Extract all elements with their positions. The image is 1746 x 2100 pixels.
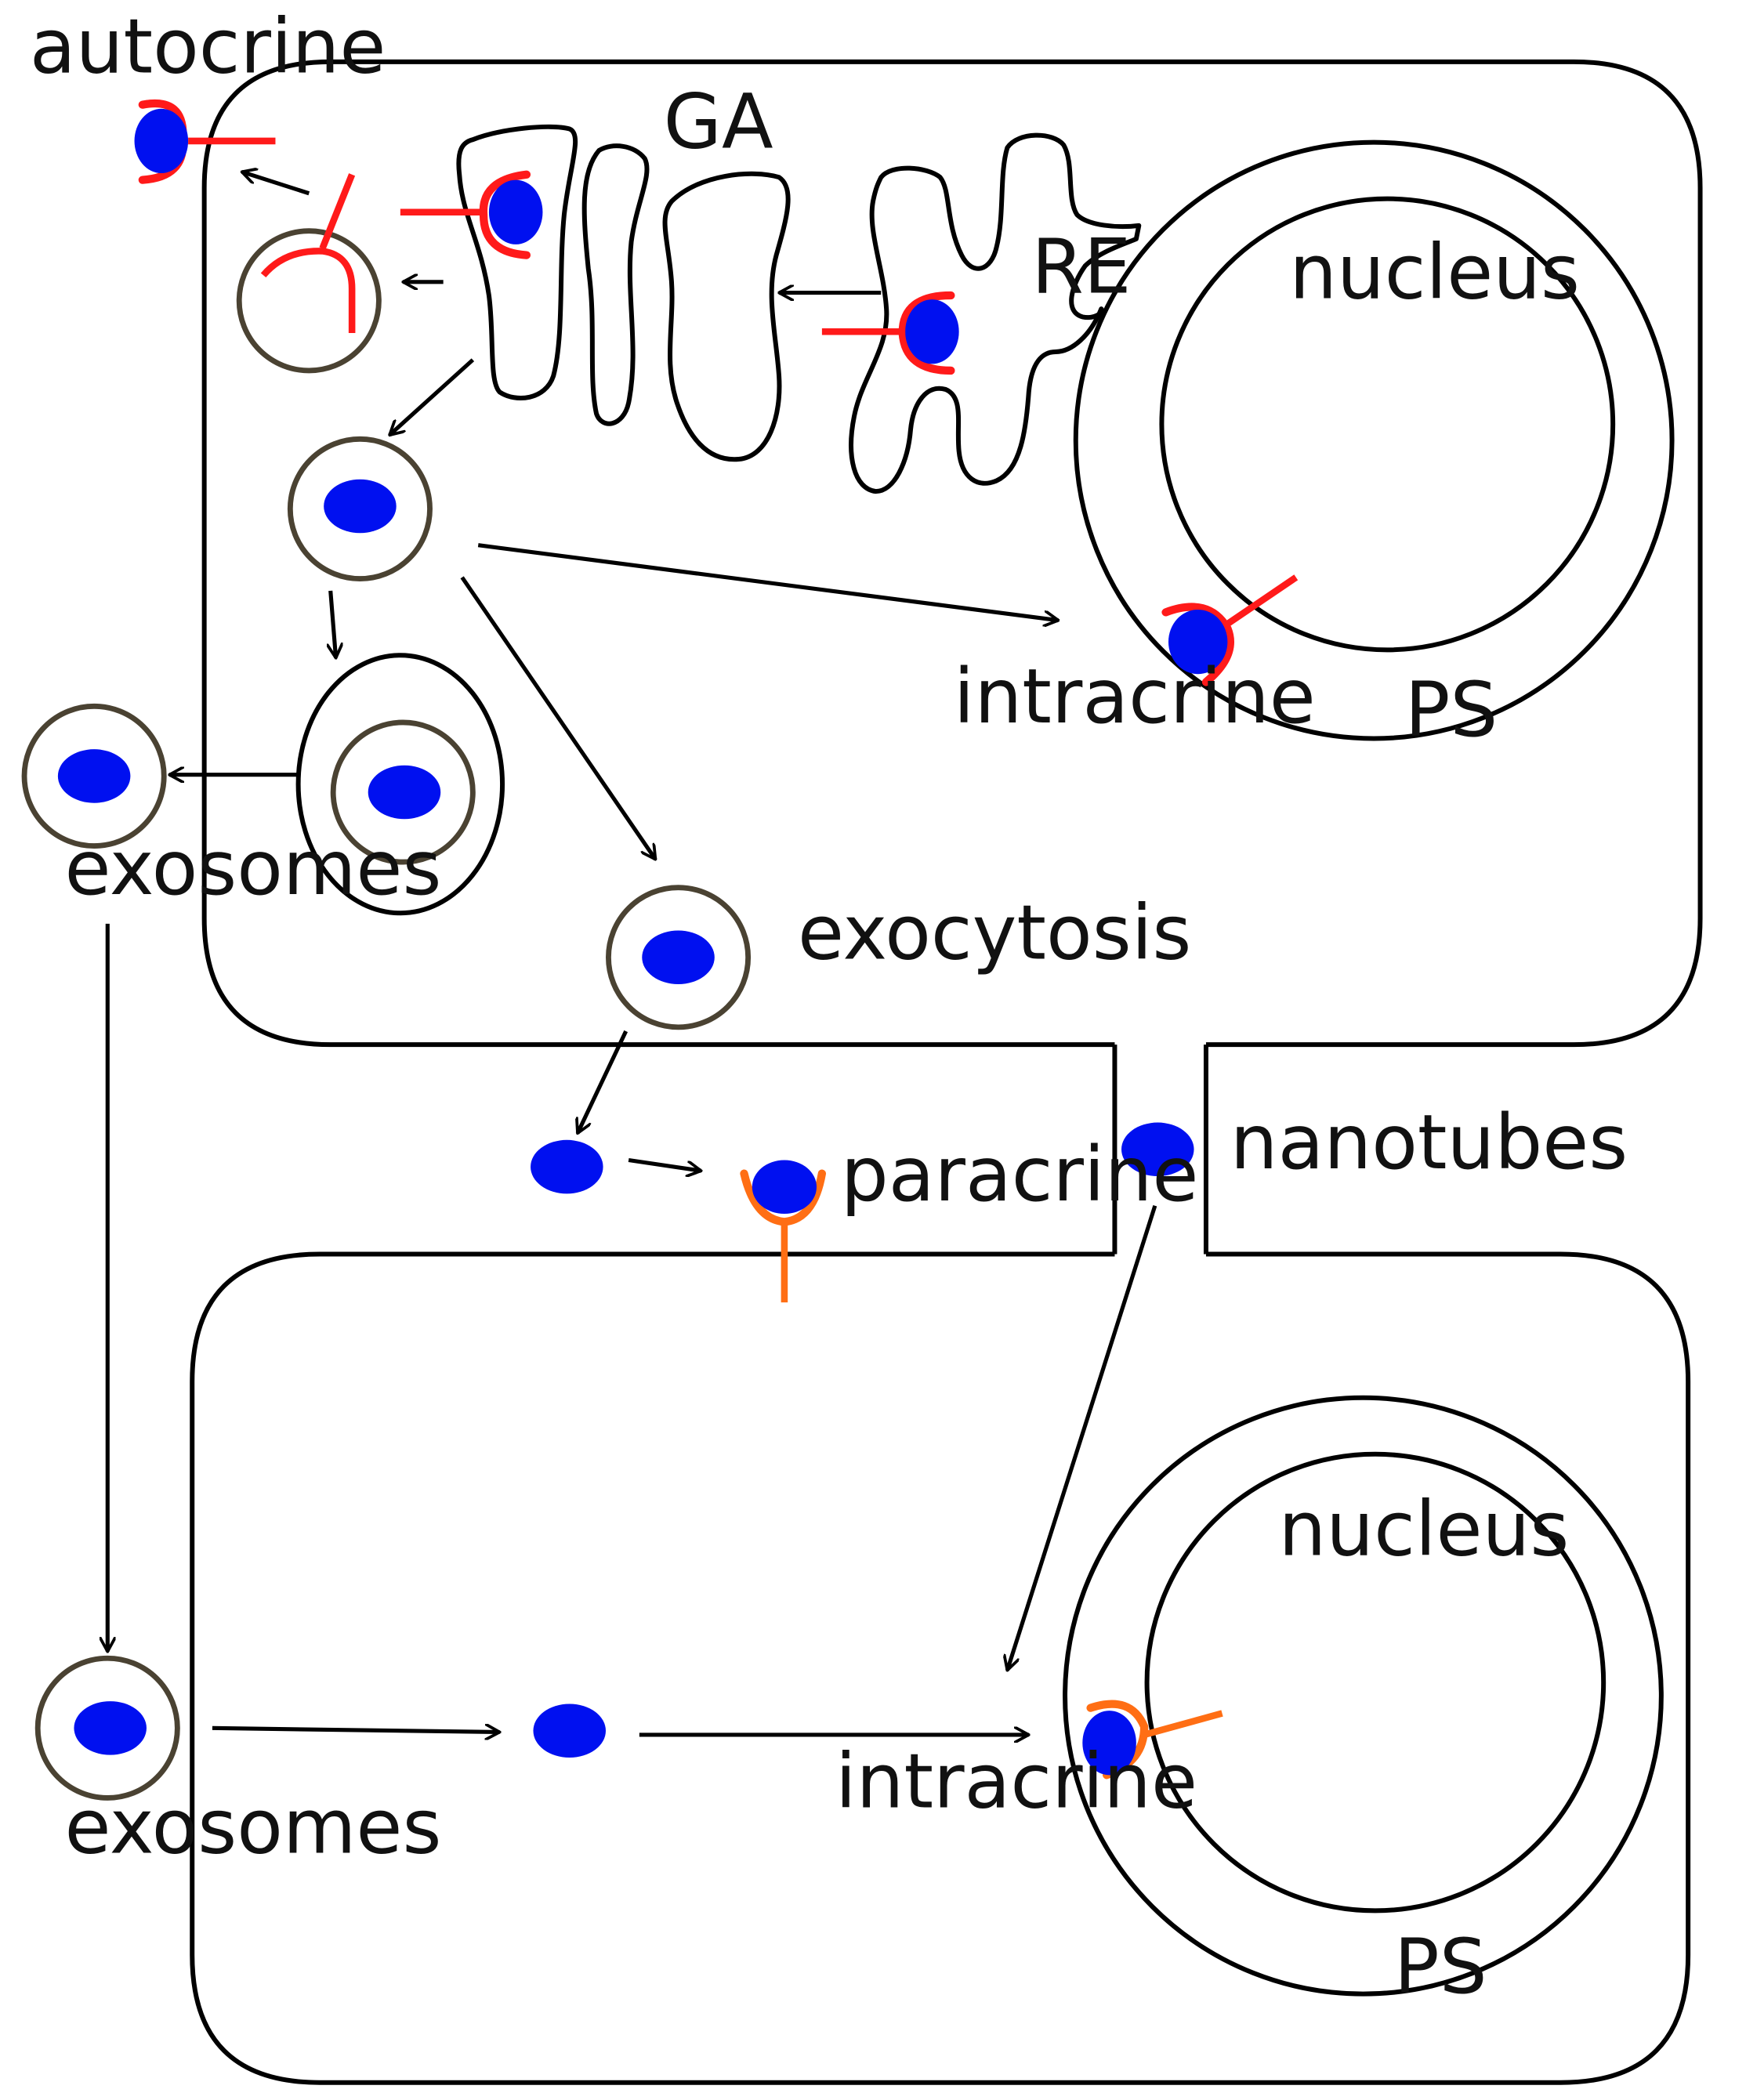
ligand-exocytosis	[642, 930, 715, 985]
arrow-to-paracrine	[628, 1157, 701, 1171]
label-nucleus-bottom: nucleus	[1278, 1485, 1569, 1573]
complex-intracrine-bottom	[1082, 1700, 1223, 1780]
golgi-cisterna-3	[662, 171, 791, 462]
arrow-secretory-to-mvb	[331, 590, 336, 658]
golgi-cisterna-2	[581, 143, 650, 426]
exosome-released-top	[21, 703, 167, 849]
nanotube-channel	[1112, 1045, 1208, 1255]
ligand-cytoplasm-bottom	[533, 1704, 607, 1758]
arrow-golgi-to-secretory	[389, 358, 475, 435]
label-exocytosis: exocytosis	[798, 889, 1191, 976]
top-nucleus	[1073, 139, 1675, 741]
label-exosomes-top: exosomes	[64, 824, 441, 912]
ligand-mvb	[368, 765, 441, 820]
label-ps-bottom: PS	[1394, 1923, 1487, 2011]
arrow-exosome-to-cytoplasm	[212, 1728, 500, 1732]
label-exosomes-bottom: exosomes	[64, 1783, 441, 1871]
label-nucleus-top: nucleus	[1289, 228, 1580, 316]
bottom-cell-membrane	[190, 1251, 1691, 2085]
complex-autocrine	[134, 100, 276, 184]
complex-golgi	[400, 170, 543, 259]
label-nanotubes: nanotubes	[1230, 1099, 1628, 1186]
ligand-exosome-top	[57, 749, 131, 803]
labels: autocrine GA RE nucleus intracrine PS ex…	[30, 3, 1628, 2011]
arrow-exocytosis-down	[578, 1030, 628, 1133]
label-intracrine-bottom: intracrine	[835, 1737, 1197, 1825]
ligand-free	[531, 1139, 603, 1194]
bottom-nucleus	[1063, 1395, 1664, 1997]
label-intracrine-top: intracrine	[954, 653, 1316, 740]
arrows	[107, 172, 1157, 1735]
label-autocrine: autocrine	[30, 3, 386, 91]
arrow-to-autocrine	[242, 172, 310, 196]
exosome-inner-vesicle	[330, 719, 476, 865]
complex-paracrine	[740, 1160, 827, 1303]
ligand-nanotube	[1121, 1122, 1194, 1177]
complex-reticulum	[821, 291, 959, 375]
label-golgi: GA	[664, 78, 773, 165]
label-reticulum: RE	[1031, 223, 1131, 311]
receptor-free-autocrine-vesicle	[260, 173, 356, 333]
label-ps-top: PS	[1405, 666, 1498, 754]
arrow-secretory-to-exocytosis	[460, 576, 656, 860]
top-perinuclear-space	[1073, 139, 1675, 741]
arrow-nanotube-to-intracrine	[1007, 1204, 1157, 1671]
golgi-apparatus	[456, 124, 791, 462]
complex-intracrine-top	[1161, 574, 1299, 686]
bottom-inner-nucleus	[1144, 1451, 1607, 1914]
ligand-exosome-bottom	[74, 1701, 147, 1755]
exosome-bottom	[34, 1655, 180, 1801]
arrow-secretory-to-intracrine	[477, 543, 1058, 621]
ligands	[57, 479, 1194, 1758]
multivesicular-body	[295, 653, 505, 916]
endoplasmic-reticulum	[849, 132, 1142, 494]
golgi-cisterna-1	[456, 124, 578, 400]
exocytosis-vesicle	[606, 885, 752, 1030]
label-paracrine: paracrine	[841, 1131, 1199, 1218]
vesicles	[21, 228, 752, 1801]
top-cell-membrane	[201, 59, 1703, 1048]
top-inner-nucleus	[1159, 196, 1616, 653]
autocrine-vesicle	[236, 228, 382, 374]
ligand-secretory	[324, 479, 397, 534]
secretory-vesicle	[287, 436, 433, 581]
